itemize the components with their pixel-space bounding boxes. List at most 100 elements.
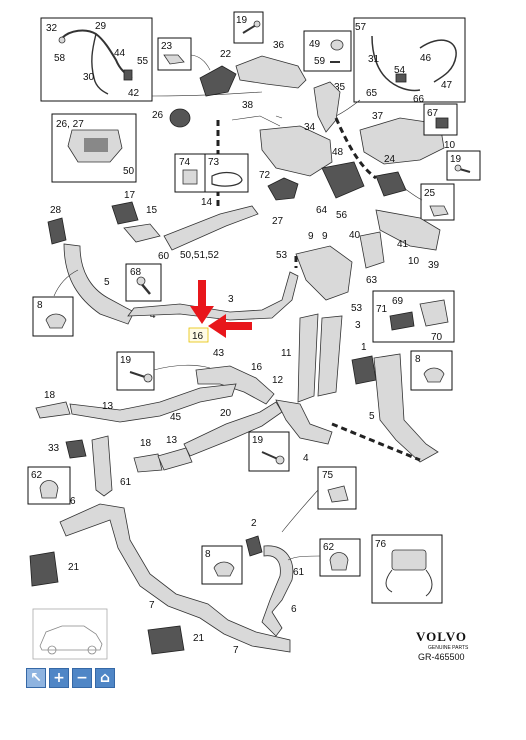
part-17-clip[interactable]: [111, 201, 139, 225]
label-62-right: 62: [323, 542, 335, 553]
highlighted-part-16[interactable]: 16: [188, 327, 209, 343]
part-45-duct[interactable]: [69, 383, 237, 423]
part-40-duct[interactable]: [359, 231, 385, 269]
callout-box-8-right[interactable]: 8: [410, 350, 453, 391]
callout-box-19-right[interactable]: 19: [446, 150, 481, 181]
label-75: 75: [322, 470, 334, 481]
label-3-right: 3: [355, 320, 361, 331]
callout-box-62-left[interactable]: 62: [27, 466, 71, 505]
label-26-27: 26, 27: [56, 119, 84, 130]
label-46: 46: [420, 53, 432, 64]
callout-box-69-71-70[interactable]: 69 71 70: [372, 290, 455, 343]
label-33: 33: [48, 443, 60, 454]
part-5-right-duct[interactable]: [373, 353, 439, 463]
label-21-right: 21: [193, 633, 205, 644]
label-53-right: 53: [351, 303, 363, 314]
label-66: 66: [413, 94, 425, 105]
callout-box-8-left[interactable]: 8: [32, 296, 74, 337]
part-15-duct[interactable]: [123, 223, 161, 243]
callout-box-62-right[interactable]: 62: [319, 538, 361, 577]
part-36-duct[interactable]: 36: [235, 40, 307, 89]
label-29: 29: [95, 21, 107, 32]
part-14-duct[interactable]: 14: [163, 197, 259, 251]
part-37-duct[interactable]: 37: [359, 111, 445, 165]
part-34-main-duct[interactable]: 34: [259, 122, 333, 177]
part-11-duct[interactable]: [297, 313, 319, 403]
part-24-vent[interactable]: 24: [375, 154, 407, 197]
callout-box-8-bottom[interactable]: 8: [201, 545, 243, 585]
label-50-51-52: 50,51,52: [180, 250, 219, 261]
label-1: 1: [361, 342, 367, 353]
label-67: 67: [427, 108, 439, 119]
plus-icon: +: [53, 670, 65, 686]
part-18-lower-vent[interactable]: [133, 453, 163, 473]
callout-box-76[interactable]: 76: [371, 534, 443, 604]
part-4-left-duct[interactable]: [63, 243, 135, 325]
label-28: 28: [50, 205, 62, 216]
label-16-lower: 16: [251, 362, 263, 373]
label-25: 25: [424, 188, 436, 199]
callout-box-67[interactable]: 67: [423, 103, 458, 136]
label-38: 38: [242, 100, 254, 111]
part-28-plug[interactable]: [47, 217, 67, 245]
label-39: 39: [428, 260, 440, 271]
part-21-pad-left[interactable]: [29, 551, 59, 587]
label-9-mid: 9: [322, 231, 328, 242]
label-4-lower: 4: [303, 453, 309, 464]
callout-box-19-top[interactable]: 19: [233, 11, 264, 44]
part-22-vent-nozzle[interactable]: 22: [199, 49, 237, 97]
callout-box-cable-assembly[interactable]: 57 31 54 46 47 65 66: [353, 17, 466, 105]
label-61-right: 61: [293, 567, 305, 578]
part-7-floor-duct[interactable]: [59, 503, 291, 653]
callout-box-19-center-left[interactable]: 19: [116, 351, 155, 391]
callout-box-23[interactable]: 23: [157, 37, 192, 71]
label-40: 40: [349, 230, 361, 241]
part-12-duct[interactable]: [275, 399, 333, 445]
callout-box-26-27-50[interactable]: 26, 27 50: [51, 113, 137, 183]
part-72-connector[interactable]: [267, 177, 299, 201]
label-10-mid: 10: [408, 256, 420, 267]
label-6-left: 6: [70, 496, 76, 507]
label-59: 59: [314, 56, 326, 67]
part-16-cross-duct[interactable]: [127, 271, 299, 321]
label-26: 26: [152, 110, 164, 121]
callout-box-wiring-harness[interactable]: 32 29 58 44 55 30 42: [40, 17, 153, 102]
callout-box-19-lower[interactable]: 19: [248, 431, 290, 472]
label-76: 76: [375, 539, 387, 550]
callout-box-25[interactable]: 25: [420, 183, 455, 221]
home-button[interactable]: ⌂: [95, 668, 115, 688]
part-48-grille[interactable]: 48: [321, 147, 365, 199]
label-19-lower: 19: [252, 435, 264, 446]
callout-box-74-73[interactable]: 74 73: [174, 153, 249, 193]
zoom-out-button[interactable]: −: [72, 668, 92, 688]
callout-box-75[interactable]: 75: [317, 466, 357, 510]
label-41: 41: [397, 239, 409, 250]
label-31: 31: [368, 54, 380, 65]
part-21-pad-right[interactable]: [147, 625, 185, 655]
part-18-vent[interactable]: [35, 401, 71, 419]
label-61-left: 61: [120, 477, 132, 488]
part-2-clip[interactable]: [245, 535, 263, 557]
callout-box-68[interactable]: 68: [125, 263, 162, 302]
label-68: 68: [130, 267, 142, 278]
label-42: 42: [128, 88, 140, 99]
part-13-lower-duct[interactable]: [157, 447, 193, 471]
label-5-left: 5: [104, 277, 110, 288]
pointer-tool-button[interactable]: ↖: [26, 668, 46, 688]
part-6-upper-duct[interactable]: [91, 435, 113, 497]
part-26-nozzle[interactable]: 26: [152, 108, 191, 128]
part-39-duct[interactable]: [375, 209, 441, 251]
label-9-top: 9: [308, 231, 314, 242]
part-35-duct[interactable]: [313, 81, 341, 133]
part-33-clip[interactable]: [65, 439, 87, 459]
label-4-center: 4: [150, 310, 156, 321]
part-6-right-duct[interactable]: [261, 545, 294, 637]
callout-box-49-59[interactable]: 49 59: [303, 30, 352, 72]
part-3-duct[interactable]: [317, 315, 343, 397]
label-64: 64: [316, 205, 328, 216]
zoom-in-button[interactable]: +: [49, 668, 69, 688]
part-9-center-duct[interactable]: [295, 245, 353, 301]
brand-tagline: GENUINE PARTS: [428, 645, 469, 651]
part-1-connector[interactable]: [351, 355, 377, 385]
